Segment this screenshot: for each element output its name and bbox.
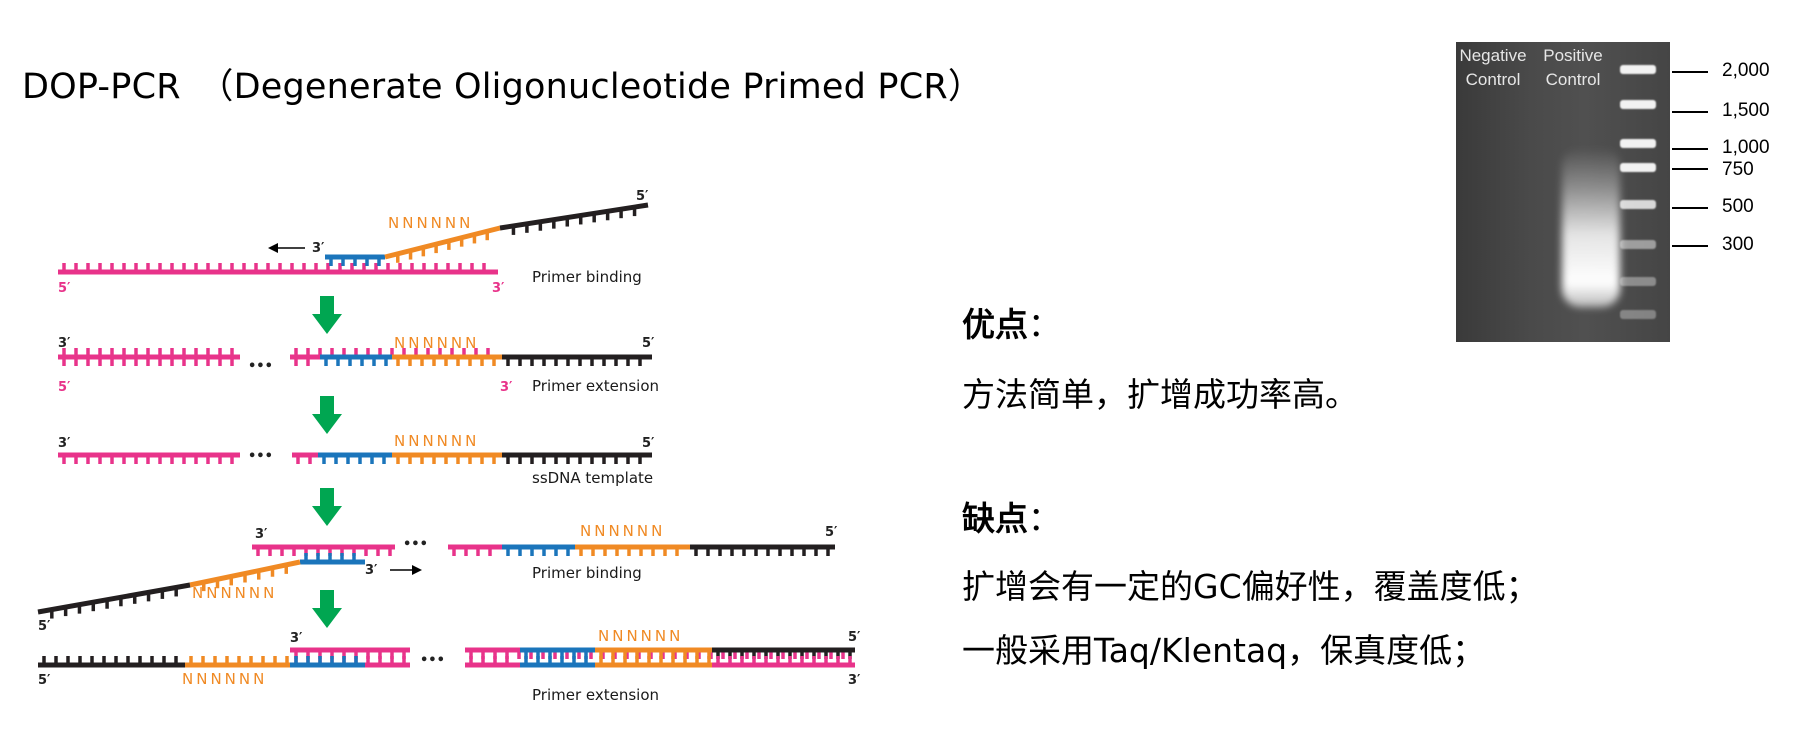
degenerate-region xyxy=(384,225,501,260)
primer-tail xyxy=(37,582,191,615)
end-label-5: 5′ xyxy=(58,380,71,395)
end-label-3: 3′ xyxy=(492,281,505,296)
end-label-3: 3′ xyxy=(848,673,861,688)
ladder-label: 1,000 xyxy=(1722,137,1770,158)
step-arrow xyxy=(312,590,342,628)
ladder-label: 2,000 xyxy=(1722,60,1770,81)
ladder-band xyxy=(1620,65,1656,74)
page-title: DOP-PCR （Degenerate Oligonucleotide Prim… xyxy=(22,67,984,107)
end-label-3: 3′ xyxy=(500,380,513,395)
positive-smear xyxy=(1562,147,1620,307)
pros-heading: 优点： xyxy=(962,305,1061,344)
end-label-5: 5′ xyxy=(636,189,649,204)
step-label-2: Primer extension xyxy=(532,377,659,395)
degenerate-seq-label: NNNNNN xyxy=(394,432,479,450)
ladder-band xyxy=(1620,310,1656,319)
end-label-5: 5′ xyxy=(38,619,51,634)
end-label-3: 3′ xyxy=(290,631,303,646)
ladder-band xyxy=(1620,200,1656,209)
ladder-band xyxy=(1620,100,1656,109)
direction-arrow-head xyxy=(412,565,422,575)
pros-line-1: 方法简单，扩增成功率高。 xyxy=(962,375,1358,414)
end-label-5: 5′ xyxy=(642,436,655,451)
end-label-5: 5′ xyxy=(848,630,861,645)
ladder-band xyxy=(1620,277,1656,286)
ladder-label: 750 xyxy=(1722,159,1754,180)
step-arrow xyxy=(312,396,342,434)
ladder-band xyxy=(1620,240,1656,249)
end-label-3: 3′ xyxy=(58,436,71,451)
step-arrow xyxy=(312,296,342,334)
degenerate-seq-label: NNNNNN xyxy=(182,670,267,688)
cons-heading: 缺点： xyxy=(962,499,1061,538)
degenerate-seq-label: NNNNNN xyxy=(598,627,683,645)
end-label-3: 3′ xyxy=(312,241,325,256)
ellipsis: ••• xyxy=(248,359,273,374)
end-label-5: 5′ xyxy=(825,525,838,540)
dop-pcr-diagram: 5′ 3′ 3′ 5′ NNNNNN Primer binding ••• 3′ 5′ 3′ 5′ N… xyxy=(37,189,861,704)
end-label-5: 5′ xyxy=(58,281,71,296)
degenerate-seq-label: NNNNNN xyxy=(580,522,665,540)
ladder-label: 500 xyxy=(1722,196,1754,217)
end-label-3: 3′ xyxy=(58,336,71,351)
step-label-1: Primer binding xyxy=(532,268,642,286)
end-label-5: 5′ xyxy=(642,336,655,351)
end-label-5: 5′ xyxy=(38,673,51,688)
end-label-3: 3′ xyxy=(365,563,378,578)
degenerate-seq-label: NNNNNN xyxy=(388,214,473,232)
ellipsis: ••• xyxy=(420,653,445,668)
step-label-5: Primer extension xyxy=(532,686,659,704)
direction-arrow-head xyxy=(268,243,278,253)
ladder-scale: 2,000 1,500 1,000 750 500 300 xyxy=(1672,42,1792,342)
step-label-4: Primer binding xyxy=(532,564,642,582)
step-arrow xyxy=(312,488,342,526)
primer-tail xyxy=(499,202,649,231)
step-label-3: ssDNA template xyxy=(532,469,653,487)
ladder-band xyxy=(1620,139,1656,148)
ladder-band xyxy=(1620,163,1656,172)
degenerate-seq-label: NNNNNN xyxy=(394,334,479,352)
degenerate-seq-label: NNNNNN xyxy=(192,584,277,602)
cons-line-2: 一般采用Taq/Klentaq，保真度低； xyxy=(962,631,1486,670)
ellipsis: ••• xyxy=(403,537,428,552)
cons-line-1: 扩增会有一定的GC偏好性，覆盖度低； xyxy=(962,567,1539,606)
ladder-label: 1,500 xyxy=(1722,100,1770,121)
ellipsis: ••• xyxy=(248,449,273,464)
ladder-label: 300 xyxy=(1722,234,1754,255)
end-label-3: 3′ xyxy=(255,527,268,542)
